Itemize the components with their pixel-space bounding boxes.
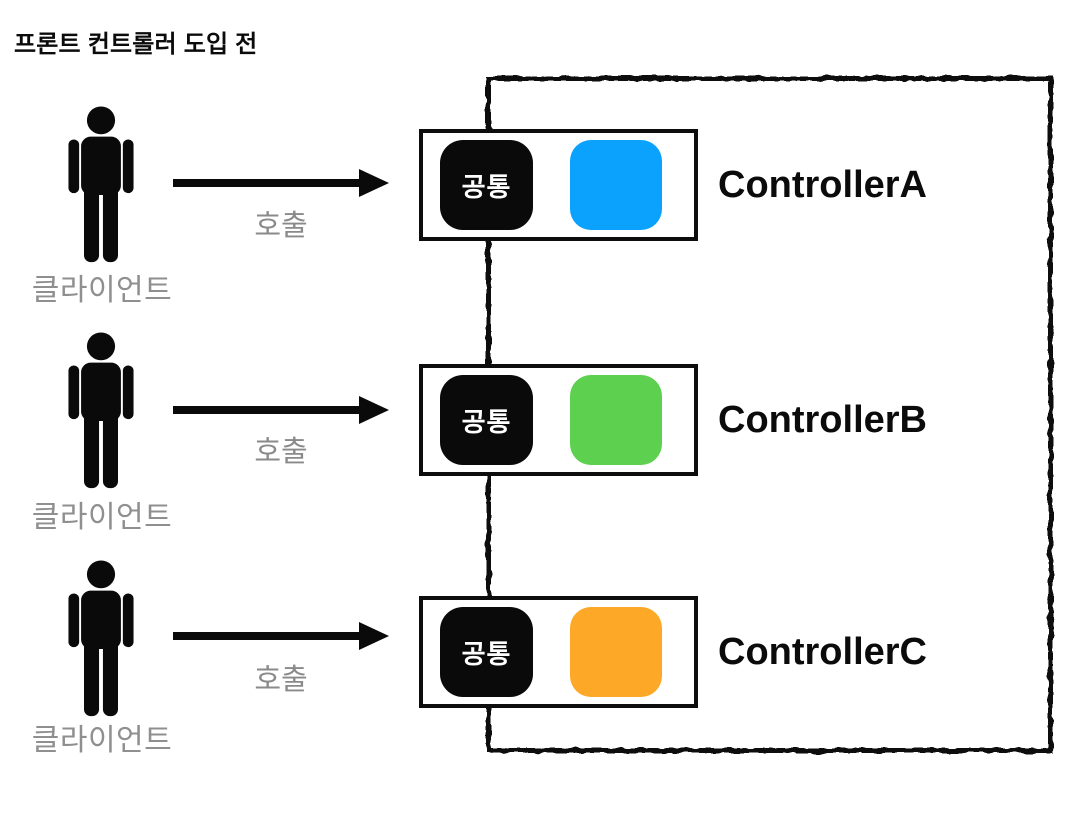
handler-logic-square [570,607,662,697]
controller-box: 공통 [419,364,698,476]
handler-logic-square [570,375,662,465]
client-label: 클라이언트 [31,724,173,757]
call-arrow-icon [173,169,389,197]
client-person-icon [68,332,134,489]
handler-logic-square [570,140,662,230]
client-label: 클라이언트 [31,501,173,534]
call-label: 호출 [254,210,308,242]
common-logic-badge: 공통 [440,140,533,230]
call-arrow-icon [173,622,389,650]
controller-box: 공통 [419,129,698,241]
call-label: 호출 [254,436,308,468]
client-person-icon [68,106,134,263]
controller-name: ControllerA [718,164,927,206]
client-label: 클라이언트 [31,274,173,307]
diagram-title: 프론트 컨트롤러 도입 전 [14,31,258,58]
call-label: 호출 [254,664,308,696]
controller-box: 공통 [419,596,698,708]
call-arrow-icon [173,396,389,424]
controller-name: ControllerB [718,399,927,441]
common-logic-badge: 공통 [440,607,533,697]
common-logic-badge: 공통 [440,375,533,465]
controller-name: ControllerC [718,631,927,673]
client-person-icon [68,560,134,717]
